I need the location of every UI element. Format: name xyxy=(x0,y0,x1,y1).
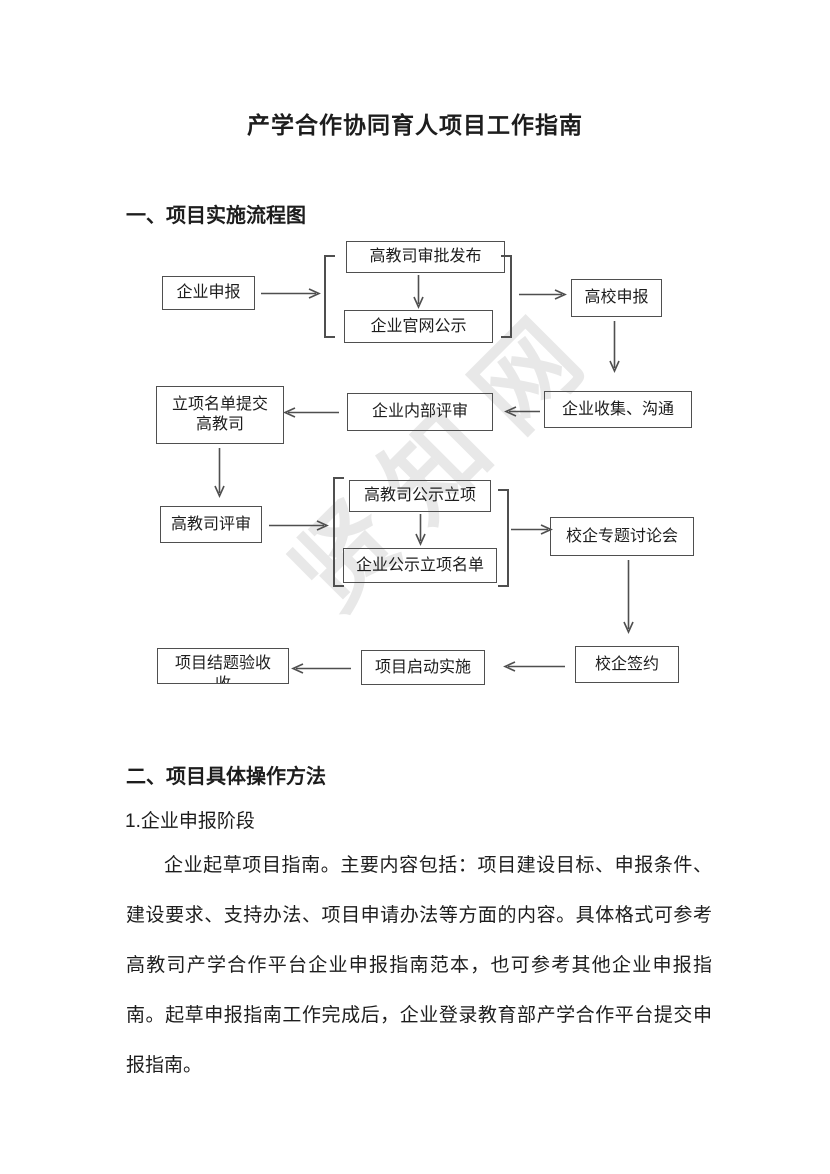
watermark-text-bottom: 贤知网 xyxy=(285,1123,659,1174)
arrow-down-icon xyxy=(413,275,424,309)
paragraph-line: 报指南。 xyxy=(126,1055,203,1076)
arrow-down-icon xyxy=(609,321,620,373)
flow-node-project-acceptance: 项目结题验收 收 xyxy=(157,648,289,684)
arrow-left-icon xyxy=(291,663,351,674)
flow-node-moe-publicize-projects: 高教司公示立项 xyxy=(349,480,491,512)
arrow-right-icon xyxy=(269,520,329,531)
flow-node-project-launch: 项目启动实施 xyxy=(361,650,485,685)
flow-node-project-acceptance-label: 项目结题验收 xyxy=(174,655,271,672)
arrow-down-icon xyxy=(214,448,225,498)
flow-node-enterprise-publicize-list: 企业公示立项名单 xyxy=(343,548,497,583)
arrow-right-icon xyxy=(511,524,553,535)
paragraph-line: 高教司产学合作平台企业申报指南范本，也可参考其他企业申报指 xyxy=(126,955,712,976)
methods-section-heading: 二、项目具体操作方法 xyxy=(126,766,326,788)
stage1-heading: 1.企业申报阶段 xyxy=(125,811,255,832)
arrow-down-icon xyxy=(623,560,634,634)
flow-node-moe-review: 高教司评审 xyxy=(160,506,262,543)
arrow-down-icon xyxy=(415,514,426,546)
right-bracket-icon xyxy=(501,255,512,338)
paragraph-line: 企业起草项目指南。主要内容包括：项目建设目标、申报条件、 xyxy=(164,855,712,876)
flow-node-enterprise-site-publicity: 企业官网公示 xyxy=(344,310,493,343)
arrow-right-icon xyxy=(519,289,567,300)
flow-node-submit-approved-list: 立项名单提交 高教司 xyxy=(156,386,284,444)
flow-node-school-enterprise-signing: 校企签约 xyxy=(575,646,679,683)
paragraph-line: 南。起草申报指南工作完成后，企业登录教育部产学合作平台提交申 xyxy=(126,1005,712,1026)
arrow-right-icon xyxy=(261,288,321,299)
flow-node-university-apply: 高校申报 xyxy=(571,279,662,317)
arrow-left-icon xyxy=(503,661,565,672)
flow-node-enterprise-collect: 企业收集、沟通 xyxy=(544,391,692,428)
document-title: 产学合作协同育人项目工作指南 xyxy=(247,112,583,138)
flow-node-project-acceptance-overflow: 收 xyxy=(158,674,288,683)
flow-node-enterprise-internal-review: 企业内部评审 xyxy=(347,393,493,431)
arrow-left-icon xyxy=(504,406,540,417)
left-bracket-icon xyxy=(333,477,344,587)
arrow-left-icon xyxy=(283,407,339,418)
flow-node-school-enterprise-seminar: 校企专题讨论会 xyxy=(550,517,694,556)
flowchart-section-heading: 一、项目实施流程图 xyxy=(126,205,306,227)
flow-node-moe-approve-publish: 高教司审批发布 xyxy=(346,241,505,273)
left-bracket-icon xyxy=(324,255,335,338)
right-bracket-icon xyxy=(498,489,509,587)
flow-node-enterprise-apply: 企业申报 xyxy=(162,276,255,310)
paragraph-line: 建设要求、支持办法、项目申请办法等方面的内容。具体格式可参考 xyxy=(126,905,712,926)
